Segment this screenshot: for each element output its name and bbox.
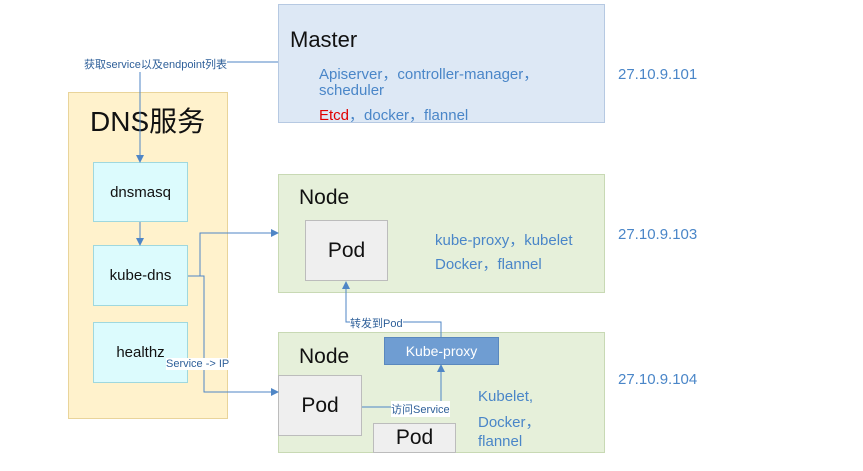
dns-title: DNS服务: [90, 106, 206, 137]
master-components-rest: ，docker，flannel: [349, 107, 469, 124]
node2-pod-main: Pod: [278, 375, 362, 436]
master-components-line3: Etcd，docker，flannel: [319, 104, 468, 125]
node1-components-line2: Docker，flannel: [435, 256, 542, 273]
node2-title: Node: [299, 345, 350, 368]
master-box: [278, 4, 605, 123]
node1-components-line1: kube-proxy，kubelet: [435, 232, 573, 249]
master-components-line2: scheduler: [319, 82, 385, 99]
kube-dns-box: kube-dns: [93, 245, 188, 306]
kubedns-to-node1-pod-line: [188, 229, 279, 277]
node2-components-line1: Kubelet,: [478, 388, 534, 405]
get-endpoints-label: 获取service以及endpoint列表: [84, 56, 228, 72]
node1-title: Node: [299, 186, 350, 209]
service-ip-label: Service -> IP: [166, 358, 230, 370]
access-service-label: 访问Service: [391, 401, 450, 417]
dnsmasq-box: dnsmasq: [93, 162, 188, 222]
node2-components-line2: Docker，: [478, 414, 541, 431]
node2-pod-small: Pod: [373, 423, 456, 453]
node1-ip: 27.10.9.103: [618, 226, 698, 243]
kubedns-to-node2-pod-line: [188, 275, 279, 396]
master-ip: 27.10.9.101: [618, 66, 698, 83]
master-components-line1: Apiserver，controller-manager，: [319, 66, 539, 83]
etcd-label: Etcd: [319, 107, 350, 124]
node2-components-line3: flannel: [478, 433, 523, 450]
master-title: Master: [290, 27, 358, 52]
kube-proxy-box: Kube-proxy: [384, 337, 499, 365]
node2-ip: 27.10.9.104: [618, 371, 698, 388]
master-to-dnsmasq-line: [136, 61, 278, 163]
healthz-box: healthz: [93, 322, 188, 383]
forward-to-pod-label: 转发到Pod: [350, 315, 403, 331]
node1-pod: Pod: [305, 220, 388, 281]
